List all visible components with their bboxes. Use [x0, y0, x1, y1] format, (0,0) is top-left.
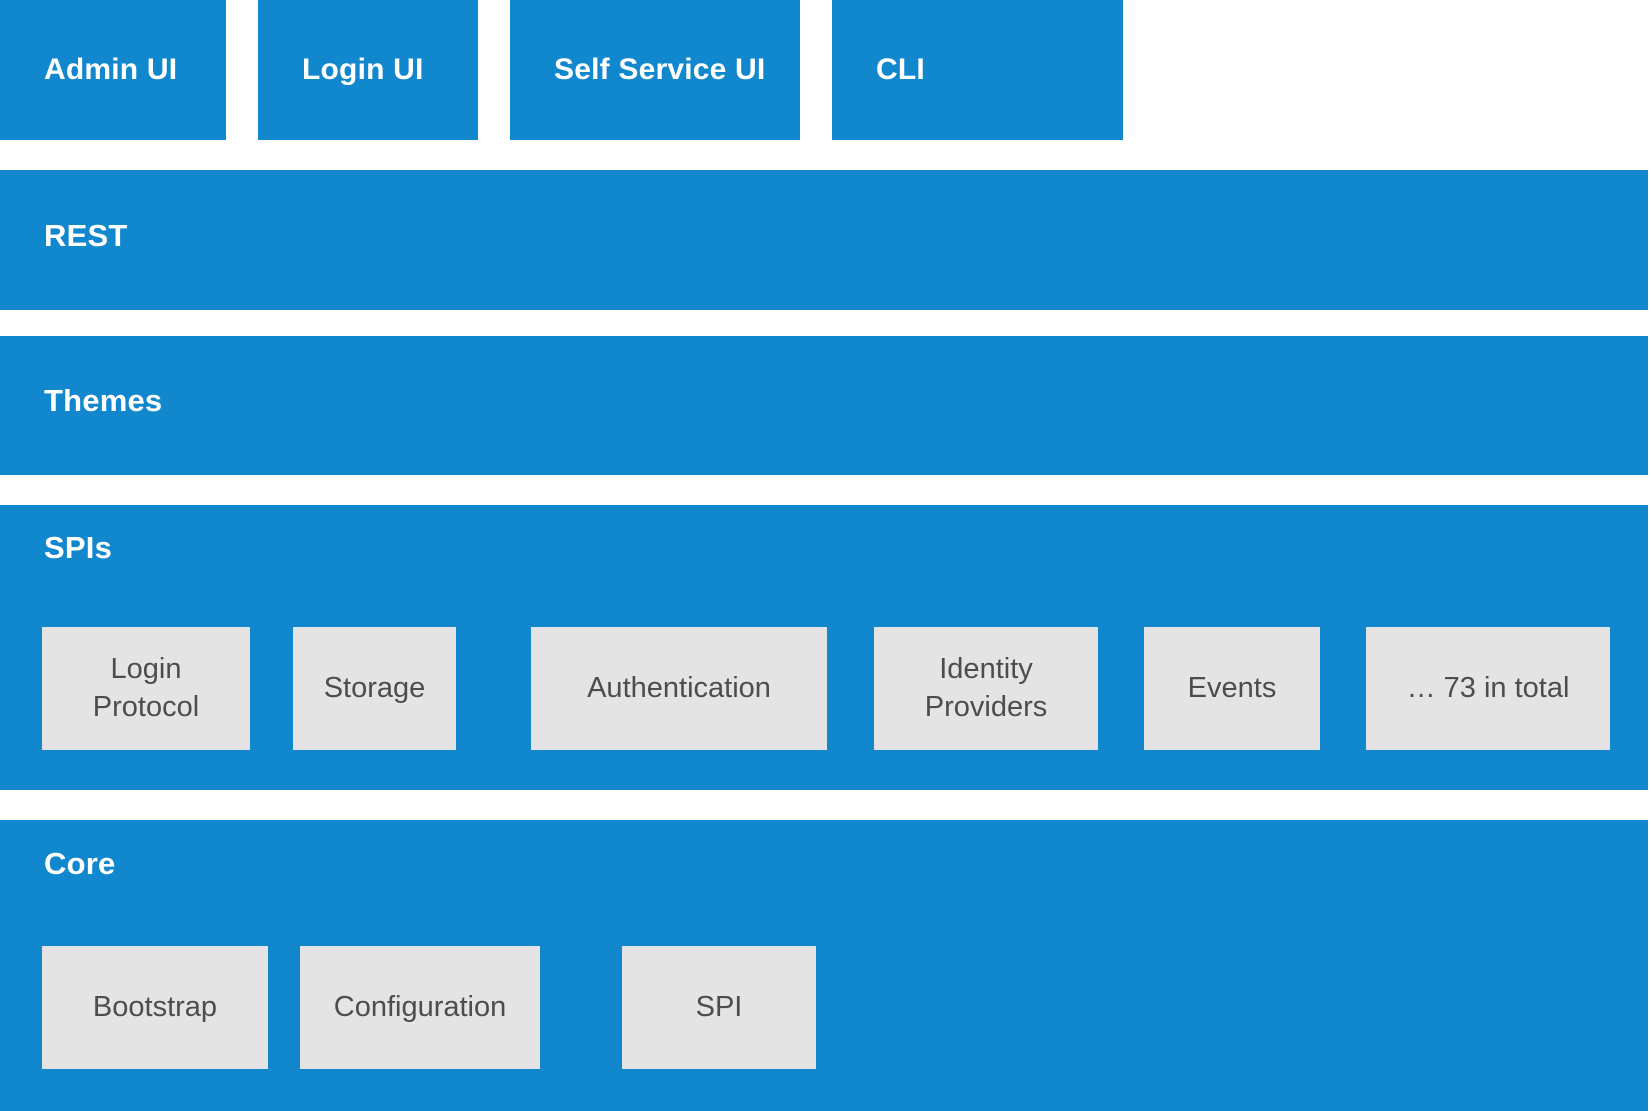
component-box-label: Login Protocol	[92, 653, 200, 723]
layer-band-label: Themes	[44, 383, 163, 418]
component-box-label: Bootstrap	[92, 990, 218, 1023]
client-box-label: Admin UI	[44, 53, 178, 86]
client-box-label: Login UI	[302, 53, 424, 86]
client-box-label: CLI	[876, 53, 925, 86]
component-box-label: Authentication	[587, 671, 771, 704]
component-box-label: Events	[1187, 671, 1277, 704]
component-box-storage: Storage	[293, 627, 456, 750]
component-box-label: SPI	[695, 990, 743, 1023]
client-box-label: Self Service UI	[554, 53, 766, 86]
component-box-bootstrap: Bootstrap	[42, 946, 268, 1069]
layer-band-themes: Themes	[0, 336, 1648, 475]
client-box-admin-ui: Admin UI	[0, 0, 226, 140]
component-box-label: Identity Providers	[924, 653, 1048, 723]
component-box-label: … 73 in total	[1406, 671, 1570, 704]
layer-band-label: Core	[44, 846, 116, 881]
client-box-login-ui: Login UI	[258, 0, 478, 140]
component-box-spi: SPI	[622, 946, 816, 1069]
component-box-label: Storage	[323, 671, 426, 704]
component-box-configuration: Configuration	[300, 946, 540, 1069]
layer-band-rest: REST	[0, 170, 1648, 310]
layer-band-core: Core Bootstrap Configuration SPI	[0, 820, 1648, 1111]
component-box-login-protocol: Login Protocol	[42, 627, 250, 750]
client-box-self-service-ui: Self Service UI	[510, 0, 800, 140]
layer-band-spis: SPIs Login Protocol Storage Authenticati…	[0, 505, 1648, 790]
component-box-identity-providers: Identity Providers	[874, 627, 1098, 750]
component-box-authentication: Authentication	[531, 627, 827, 750]
client-box-cli: CLI	[832, 0, 1123, 140]
layer-band-label: SPIs	[44, 530, 113, 565]
component-box-more-spis-total: … 73 in total	[1366, 627, 1610, 750]
component-box-label: Configuration	[333, 990, 507, 1023]
layer-band-label: REST	[44, 218, 128, 253]
component-box-events: Events	[1144, 627, 1320, 750]
